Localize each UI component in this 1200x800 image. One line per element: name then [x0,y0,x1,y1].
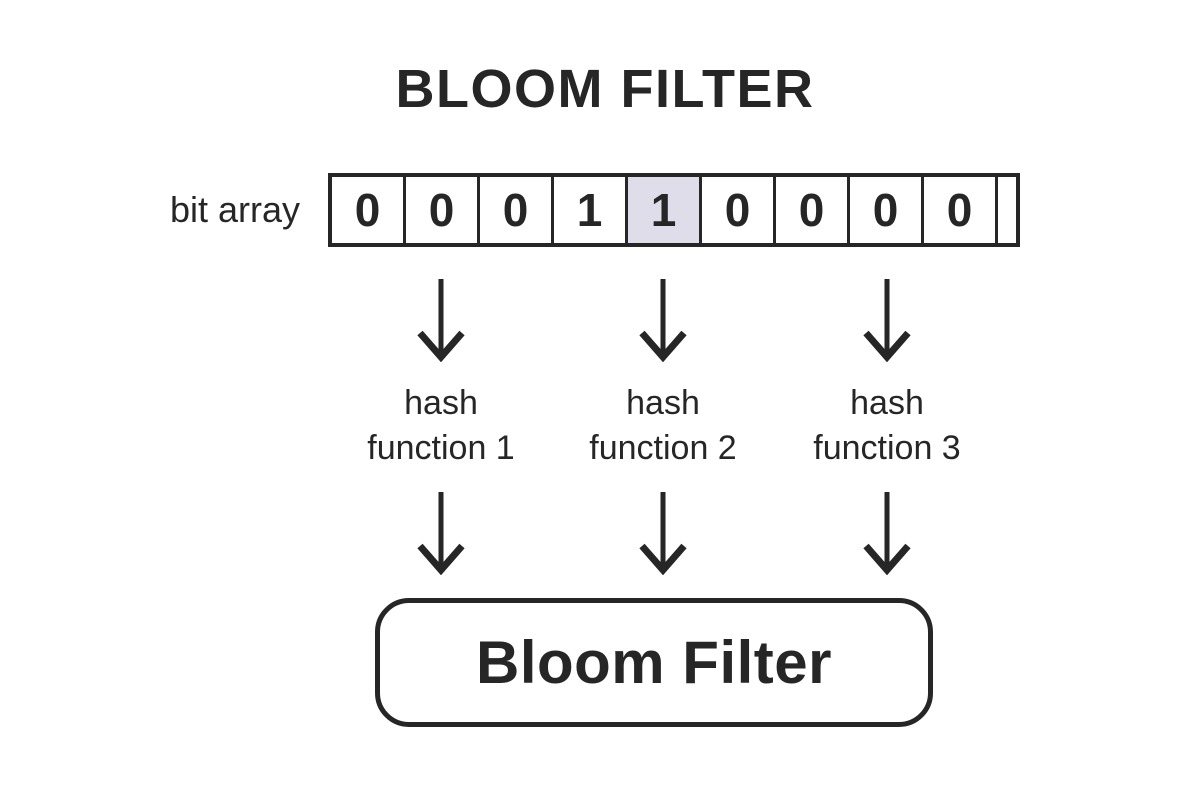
hash-function-1-label: hash function 1 [321,381,561,471]
hash-function-label-line2: function 3 [813,429,961,467]
down-arrow-icon [635,276,691,362]
down-arrow-icon [859,276,915,362]
bit-array-cell: 0 [332,177,406,243]
bit-array-cell: 0 [924,177,998,243]
bit-array-cell: 0 [850,177,924,243]
hash-function-label-line2: function 2 [589,429,737,467]
hash-function-2-label: hash function 2 [543,381,783,471]
hash-function-label-line1: hash [850,384,924,422]
bit-array-overflow-cell [998,177,1016,243]
down-arrow-icon [859,489,915,575]
down-arrow-icon [413,276,469,362]
hash-function-label-line1: hash [626,384,700,422]
down-arrow-icon [413,489,469,575]
down-arrow-icon [635,489,691,575]
hash-function-3-label: hash function 3 [767,381,1007,471]
hash-function-label-line1: hash [404,384,478,422]
bit-array-cell: 0 [480,177,554,243]
bit-array-cell: 1 [554,177,628,243]
bit-array-label: bit array [169,189,300,230]
bloom-filter-box-label: Bloom Filter [475,629,832,696]
page-title: BLOOM FILTER [395,59,815,119]
bit-array-cell: 1 [628,177,702,243]
bit-array: 0 0 0 1 1 0 0 0 0 [328,173,1020,247]
hash-function-label-line2: function 1 [367,429,515,467]
bit-array-cell: 0 [702,177,776,243]
bit-array-cell: 0 [776,177,850,243]
bloom-filter-box: Bloom Filter [375,598,933,727]
bit-array-cell: 0 [406,177,480,243]
